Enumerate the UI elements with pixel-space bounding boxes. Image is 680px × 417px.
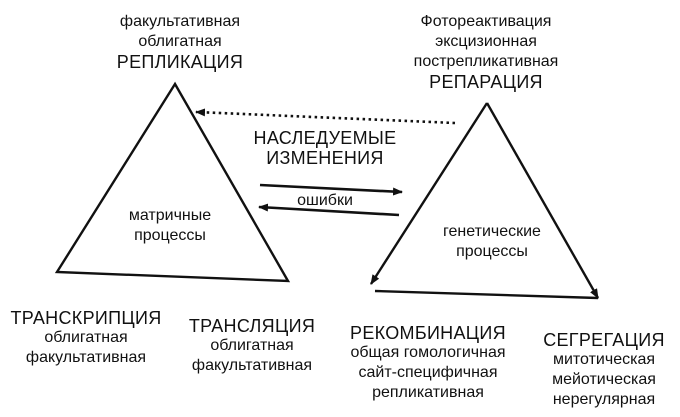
- translation-title: ТРАНСЛЯЦИЯ: [188, 316, 316, 336]
- genetic-triangle-base: [374, 289, 599, 300]
- segregation-label: СЕГРЕГАЦИЯ митотическая мейотическая нер…: [530, 330, 678, 410]
- recombination-title: РЕКОМБИНАЦИЯ: [350, 323, 506, 343]
- matrix-processes-triangle: [54, 81, 291, 283]
- segregation-title: СЕГРЕГАЦИЯ: [543, 330, 665, 350]
- genetic-triangle-right-edge: [485, 102, 600, 299]
- repair-type-2: эксцизионная: [435, 33, 537, 50]
- inherited-changes-line-2: ИЗМЕНЕНИЯ: [266, 148, 384, 168]
- translation-label: ТРАНСЛЯЦИЯ облигатная факультативная: [176, 316, 328, 376]
- segregation-type-1: митотическая: [552, 351, 656, 368]
- errors-arrow-right: [259, 183, 403, 196]
- translation-type-2: факультативная: [191, 357, 313, 374]
- transcription-type-1: облигатная: [44, 329, 128, 346]
- inherited-changes-line-1: НАСЛЕДУЕМЫЕ: [253, 128, 397, 148]
- inherited-changes-label: НАСЛЕДУЕМЫЕ ИЗМЕНЕНИЯ: [250, 128, 400, 168]
- replication-label: факультативная облигатная РЕПЛИКАЦИЯ: [100, 12, 260, 72]
- repair-type-1: Фотореактивация: [420, 13, 552, 30]
- inherited-changes-dotted-arrow: [195, 108, 456, 125]
- matrix-processes-line-2: процессы: [134, 227, 206, 244]
- genetic-processes-line-2: процессы: [456, 243, 528, 260]
- segregation-type-2: мейотическая: [552, 371, 656, 388]
- errors-label: ошибки: [297, 192, 353, 209]
- genetic-processes-label: генетические процессы: [422, 222, 562, 262]
- translation-type-1: облигатная: [210, 337, 294, 354]
- matrix-processes-label: матричные процессы: [110, 206, 230, 246]
- transcription-type-2: факультативная: [25, 349, 147, 366]
- matrix-processes-line-1: матричные: [128, 207, 212, 224]
- transcription-label: ТРАНСКРИПЦИЯ облигатная факультативная: [6, 308, 166, 368]
- replication-title: РЕПЛИКАЦИЯ: [116, 52, 244, 72]
- recombination-type-3: репликативная: [372, 384, 484, 401]
- repair-label: Фотореактивация эксцизионная постреплика…: [396, 12, 576, 92]
- errors-arrow-left: [258, 203, 400, 217]
- recombination-label: РЕКОМБИНАЦИЯ общая гомологичная сайт-спе…: [330, 323, 526, 403]
- recombination-type-1: общая гомологичная: [350, 344, 506, 361]
- repair-type-3: пострепликативная: [413, 53, 559, 70]
- replication-type-1: факультативная: [119, 13, 241, 30]
- genetic-processes-line-1: генетические: [443, 223, 541, 240]
- segregation-type-3: нерегулярная: [552, 391, 656, 408]
- recombination-type-2: сайт-специфичная: [358, 364, 498, 381]
- genetic-triangle-left-edge: [369, 102, 489, 285]
- repair-title: РЕПАРАЦИЯ: [429, 72, 543, 92]
- replication-type-2: облигатная: [138, 33, 222, 50]
- transcription-title: ТРАНСКРИПЦИЯ: [10, 308, 162, 328]
